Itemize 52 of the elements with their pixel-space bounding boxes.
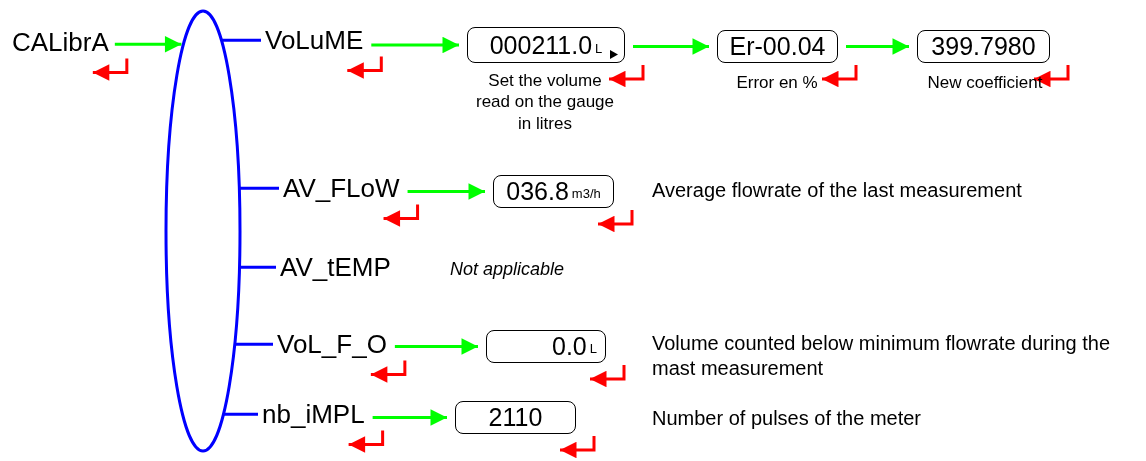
return-arrow — [348, 430, 385, 453]
return-arrow — [92, 58, 129, 81]
return-arrow — [590, 365, 626, 388]
display-box — [493, 175, 614, 208]
description-text: Volume counted below minimum flowrate during the mast measurement — [652, 331, 1112, 381]
return-arrow — [370, 360, 407, 383]
return-arrow — [1034, 65, 1070, 88]
connector-line — [239, 186, 279, 190]
arrow — [371, 36, 459, 54]
description-text: Error en % — [735, 72, 819, 94]
description-text: Not applicable — [450, 258, 566, 281]
connector-line — [221, 38, 261, 42]
description-text: New coefficient — [926, 72, 1044, 94]
menu-label: AV_FLoW — [283, 174, 400, 203]
return-arrow — [598, 210, 634, 233]
description-text: Average flowrate of the last measurement — [652, 178, 1023, 203]
arrow — [633, 38, 709, 55]
connector-line — [239, 265, 276, 269]
arrow — [846, 38, 909, 55]
display-value: 0.0 — [552, 332, 587, 361]
display-value: 399.7980 — [931, 32, 1036, 61]
display-box — [917, 30, 1050, 63]
menu-label: nb_iMPL — [262, 400, 365, 429]
menu-label: AV_tEMP — [280, 253, 391, 282]
display-value: Er-00.04 — [729, 32, 826, 61]
arrow — [372, 409, 447, 426]
arrow — [407, 183, 485, 200]
arrow — [114, 36, 182, 53]
menu-label: VoL_F_O — [277, 330, 387, 359]
unit-label: L — [595, 41, 603, 56]
display-value: 000211.0 — [489, 30, 593, 60]
return-arrow — [822, 65, 858, 88]
display-value: 2110 — [488, 403, 543, 432]
connector-line — [234, 342, 273, 346]
return-arrow — [347, 56, 383, 79]
menu-label: CALibrA — [12, 28, 109, 57]
ellipse-shape — [164, 9, 242, 453]
description-text: Set the volume read on the gauge in litres — [475, 70, 615, 134]
display-box — [486, 330, 606, 363]
description-text: Number of pulses of the meter — [652, 406, 922, 431]
return-arrow — [383, 204, 420, 227]
unit-label: m3/h — [571, 186, 601, 201]
return-arrow — [560, 436, 596, 459]
connector-line — [223, 412, 258, 416]
display-box — [467, 27, 625, 63]
display-box — [455, 401, 576, 434]
return-arrow — [609, 65, 645, 88]
menu-label: VoLuME — [265, 26, 364, 55]
unit-label: L — [589, 341, 597, 356]
display-box — [717, 30, 838, 63]
display-value: 036.8 — [506, 177, 569, 206]
arrow — [394, 338, 478, 355]
